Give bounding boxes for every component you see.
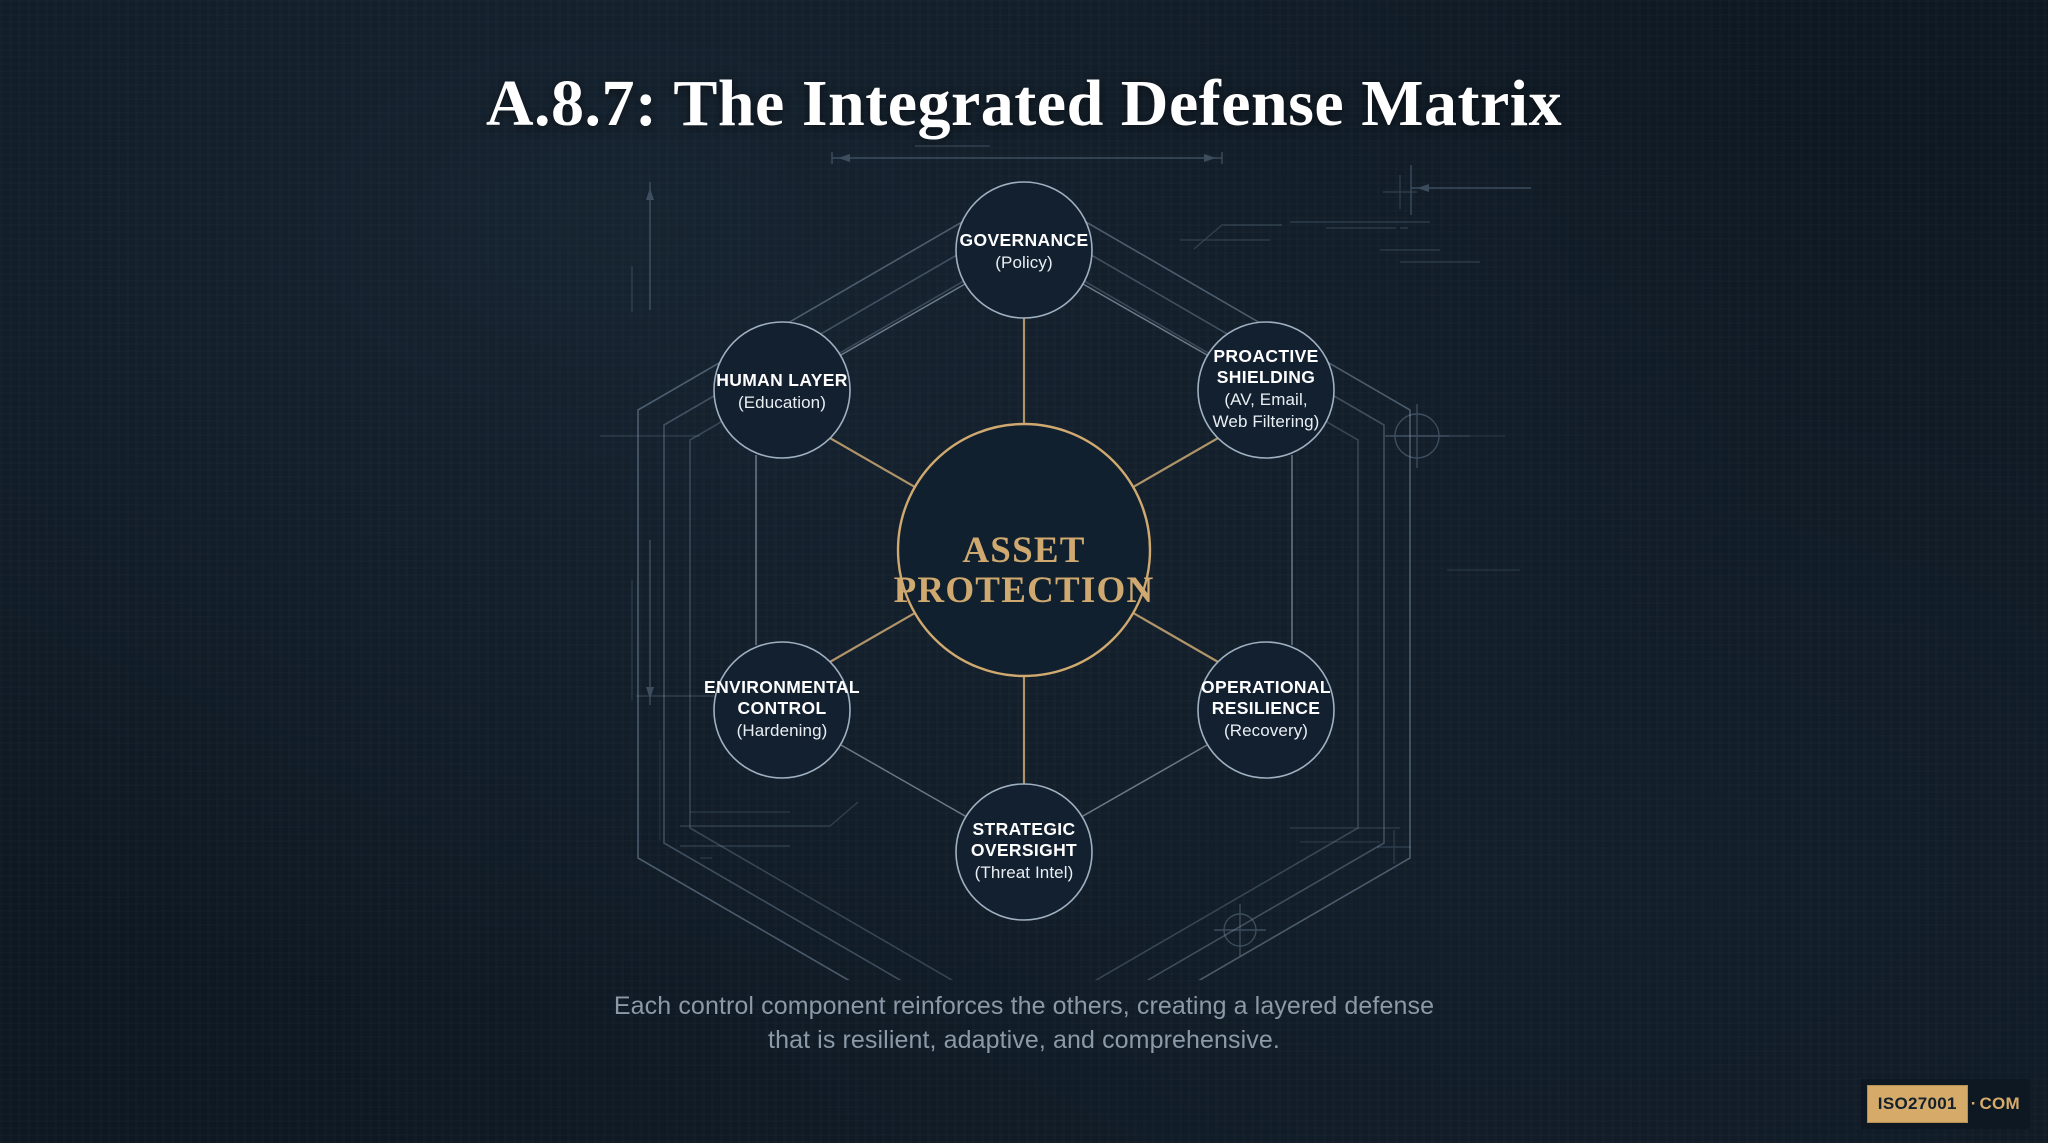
hexagon-outer bbox=[637, 185, 1411, 980]
caption-line-2: that is resilient, adaptive, and compreh… bbox=[768, 1025, 1280, 1054]
core-label-line2: PROTECTION bbox=[894, 570, 1155, 611]
node-governance-circle bbox=[955, 181, 1093, 319]
crosshair-target-right bbox=[1385, 404, 1449, 468]
node-environmental-control[interactable]: ENVIRONMENTAL CONTROL (Hardening) bbox=[704, 641, 860, 779]
node-strategic-title-1: STRATEGIC bbox=[973, 819, 1076, 839]
node-operational-subtitle: (Recovery) bbox=[1224, 721, 1308, 740]
node-environmental-subtitle: (Hardening) bbox=[737, 721, 828, 740]
node-strategic-circle bbox=[955, 783, 1093, 921]
node-human-circle bbox=[713, 321, 851, 459]
caption-line-1: Each control component reinforces the ot… bbox=[613, 992, 1435, 1020]
node-environmental-title-1: ENVIRONMENTAL bbox=[704, 677, 860, 697]
hexagon-inner bbox=[689, 245, 1359, 980]
node-proactive-title-1: PROACTIVE bbox=[1213, 346, 1318, 366]
crosshair-target-lower-right bbox=[1214, 904, 1266, 956]
hexagon-middle bbox=[663, 215, 1385, 980]
node-human-subtitle: (Education) bbox=[738, 393, 826, 412]
node-proactive-subtitle-1: (AV, Email, bbox=[1224, 390, 1307, 409]
node-governance-subtitle: (Policy) bbox=[995, 253, 1052, 272]
logo-dot: · bbox=[1970, 1094, 1977, 1113]
node-strategic-subtitle: (Threat Intel) bbox=[975, 863, 1074, 882]
node-human-title: HUMAN LAYER bbox=[716, 370, 848, 390]
logo-name: ISO27001 bbox=[1866, 1085, 1968, 1123]
diagram-canvas: ASSET PROTECTION GOVERNANCE (Policy) PRO… bbox=[600, 145, 1531, 980]
node-environmental-title-2: CONTROL bbox=[738, 698, 827, 718]
node-operational-circle bbox=[1197, 641, 1335, 779]
node-human-layer[interactable]: HUMAN LAYER (Education) bbox=[713, 321, 851, 459]
page-title: A.8.7: The Integrated Defense Matrix bbox=[485, 67, 1563, 140]
core-circle-fill bbox=[898, 424, 1150, 676]
caption: Each control component reinforces the ot… bbox=[0, 990, 2048, 1057]
node-proactive-subtitle-2: Web Filtering) bbox=[1213, 412, 1320, 431]
node-governance-title: GOVERNANCE bbox=[960, 230, 1089, 250]
node-operational-title-2: RESILIENCE bbox=[1212, 698, 1321, 718]
core-circle-ring bbox=[896, 422, 1152, 678]
core-label-line1: ASSET bbox=[962, 530, 1085, 571]
node-strategic-title-2: OVERSIGHT bbox=[971, 840, 1077, 860]
core-node[interactable]: ASSET PROTECTION bbox=[894, 422, 1155, 678]
logo-tld: COM bbox=[1979, 1094, 2020, 1113]
node-operational-title-1: OPERATIONAL bbox=[1201, 677, 1331, 697]
site-logo[interactable]: ISO27001 · COM bbox=[1860, 1079, 2030, 1129]
node-strategic-oversight[interactable]: STRATEGIC OVERSIGHT (Threat Intel) bbox=[955, 783, 1093, 921]
hexagon-frames bbox=[637, 185, 1411, 980]
node-environmental-circle bbox=[713, 641, 851, 779]
node-proactive-shielding[interactable]: PROACTIVE SHIELDING (AV, Email, Web Filt… bbox=[1197, 321, 1335, 459]
defense-matrix-diagram: ASSET PROTECTION GOVERNANCE (Policy) PRO… bbox=[0, 140, 2048, 980]
node-governance[interactable]: GOVERNANCE (Policy) bbox=[955, 181, 1093, 319]
blueprint-annotations bbox=[600, 145, 1531, 956]
node-operational-resilience[interactable]: OPERATIONAL RESILIENCE (Recovery) bbox=[1197, 641, 1335, 779]
node-proactive-circle bbox=[1197, 321, 1335, 459]
node-proactive-title-2: SHIELDING bbox=[1217, 367, 1315, 387]
